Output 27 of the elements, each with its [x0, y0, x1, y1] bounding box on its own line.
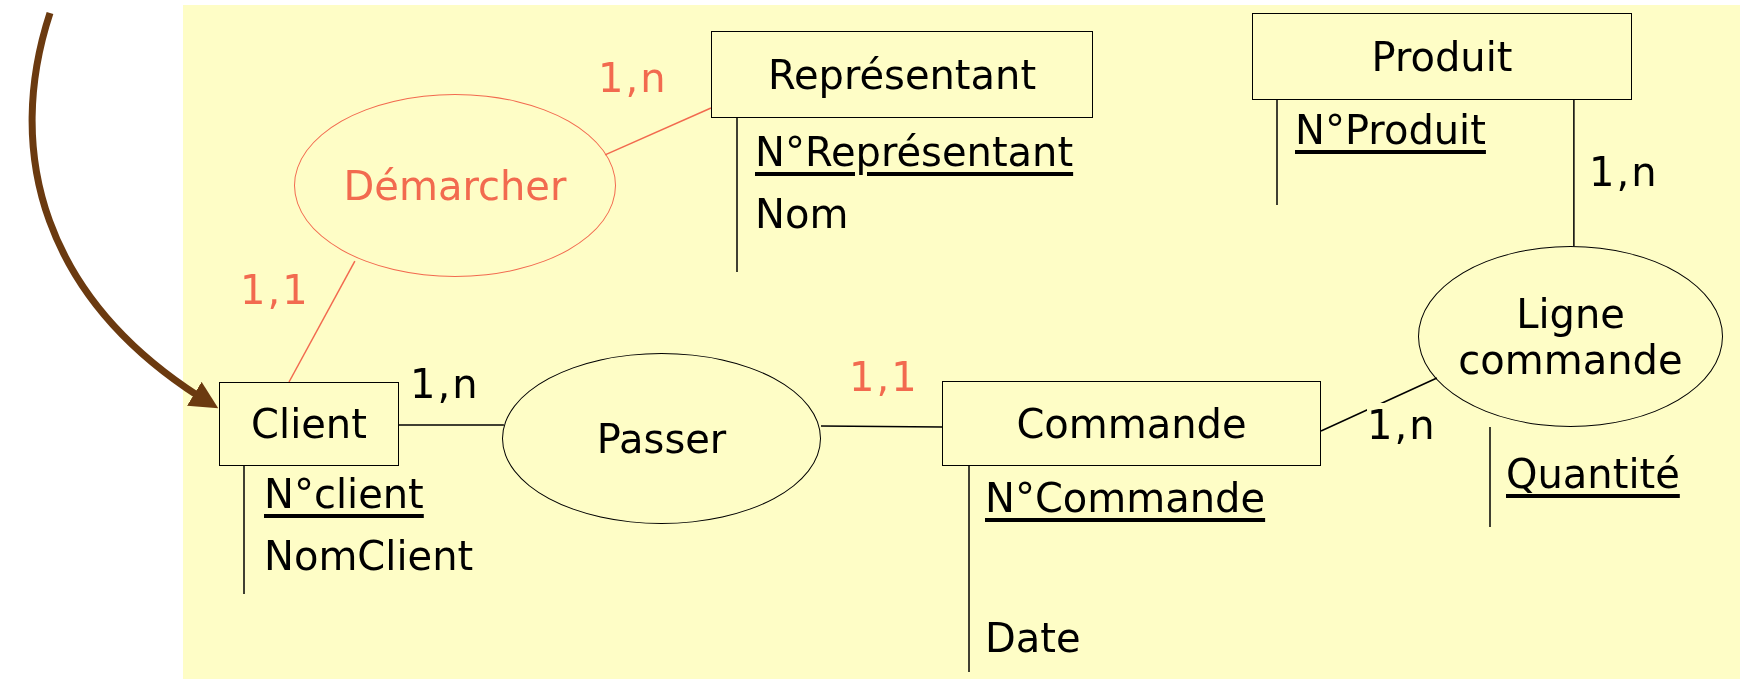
entity-box: [219, 382, 399, 466]
key-attribute: N°Commande: [985, 474, 1266, 522]
node-label: Représentant: [767, 51, 1037, 98]
key-attribute: N°client: [264, 470, 424, 518]
connector-line: [398, 424, 505, 426]
arrow: [28, 12, 219, 409]
node-label: Ligne commande: [1457, 290, 1684, 383]
node-label: Commande: [1016, 400, 1247, 447]
connector-line: [820, 425, 943, 428]
key-attribute: N°Représentant: [755, 128, 1074, 176]
connector-line: [1320, 377, 1438, 432]
node-label: Client: [251, 401, 367, 447]
attribute-label: Nom: [755, 190, 849, 238]
attribute-label: NomClient: [264, 532, 474, 580]
entity-box: [711, 31, 1093, 118]
connector-line: [604, 107, 712, 156]
connector-line: [1573, 99, 1575, 247]
key-attribute: Quantité: [1506, 450, 1680, 498]
entity-box: [942, 381, 1321, 466]
node-label: Démarcher: [343, 162, 567, 209]
attribute-label: Date: [985, 614, 1081, 662]
relationship-ellipse: [502, 353, 821, 524]
entity-box: [1252, 13, 1632, 100]
node-label: Produit: [1371, 33, 1513, 80]
connector-line: [288, 260, 356, 383]
key-attribute: N°Produit: [1295, 106, 1486, 154]
node-label: Passer: [596, 415, 727, 462]
